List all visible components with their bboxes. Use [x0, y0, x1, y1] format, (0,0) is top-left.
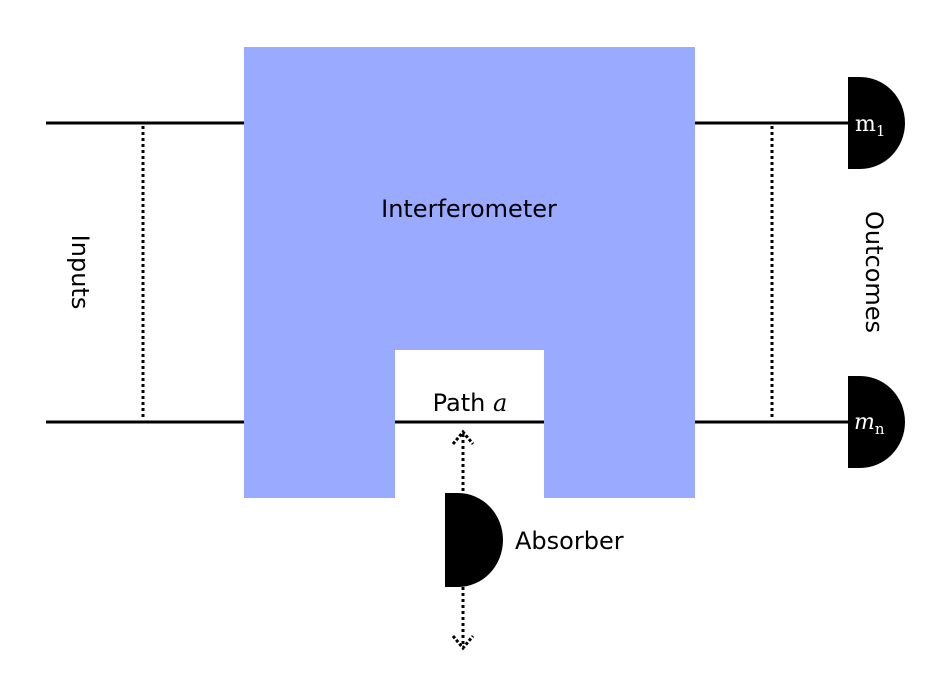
detector-m1-label: m1 — [855, 112, 885, 140]
inputs-label: Inputs — [66, 235, 94, 310]
absorber-arrowhead-down — [451, 635, 475, 651]
interferometer-label: Interferometer — [381, 195, 557, 223]
detector-mn-label: mn — [854, 410, 885, 438]
detector-m1 — [848, 77, 905, 169]
interferometer-box — [244, 47, 695, 498]
absorber-detector — [445, 493, 503, 587]
absorber-label: Absorber — [515, 527, 624, 555]
outcomes-label: Outcomes — [860, 211, 888, 333]
path-a-label: Path a — [433, 389, 508, 417]
detector-mn — [848, 376, 905, 468]
absorber-arrowhead-up — [451, 429, 475, 445]
